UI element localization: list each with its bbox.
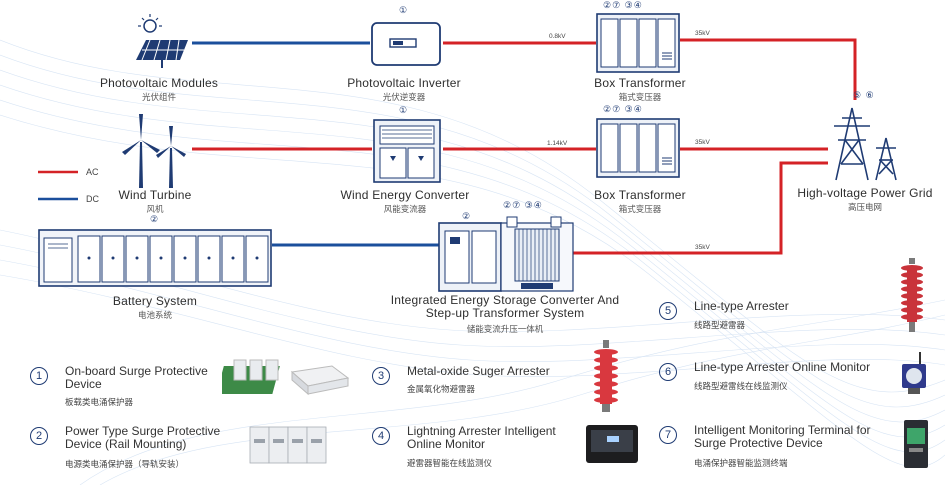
onboard-spd-image (222, 359, 350, 396)
item-title: Line-type Arrester Online Monitor (694, 360, 871, 374)
voltage-label: 35kV (695, 139, 710, 146)
item-subtitle: 避雷器智能在线监测仪 (407, 458, 493, 468)
device-badge: ②⑦ ③④ (603, 104, 643, 114)
wind-turbine-label: Wind Turbine 风机 (118, 188, 192, 214)
pv-inverter-label: Photovoltaic Inverter 光伏逆变器 (347, 76, 461, 102)
item-subtitle: 线路型避雷线在线监测仪 (694, 381, 788, 391)
device-badge: ②⑦ ③④ (503, 200, 543, 210)
voltage-label: 1.14kV (547, 140, 568, 147)
item-number: 4 (372, 427, 390, 445)
item-title: Metal-oxide Suger Arrester (407, 364, 550, 378)
device-badge: ② (150, 214, 160, 224)
line-arrester-monitor-image (902, 352, 926, 394)
rail-spd-image (249, 426, 327, 464)
item-subtitle: 金属氧化物避雷器 (407, 384, 476, 394)
pv-modules-label: Photovoltaic Modules 光伏组件 (99, 76, 219, 102)
voltage-label: 35kV (695, 30, 710, 37)
item-number: 6 (659, 363, 677, 381)
item-subtitle: 电涌保护器智能监测终端 (694, 458, 788, 468)
item-number: 1 (30, 367, 48, 385)
box-transformer-icon (596, 13, 680, 73)
item-title: Power Type Surge Protective Device (Rail… (65, 424, 221, 451)
spd-monitor-terminal-image (904, 420, 928, 468)
battery-label: Battery System 电池系统 (112, 294, 198, 320)
device-badge: ① (399, 5, 409, 15)
arrester-monitor-image (586, 425, 638, 463)
legend-ac-label: AC (86, 167, 99, 177)
device-badge: ① (399, 105, 409, 115)
item-title: Lightning Arrester Intelligent Online Mo… (407, 424, 556, 451)
item-title: Line-type Arrester (694, 299, 789, 313)
line-arrester-image (901, 258, 923, 332)
voltage-label: 35kV (695, 244, 710, 251)
device-badge: ② (462, 211, 472, 221)
item-number: 5 (659, 302, 677, 320)
box-transformer-1-label: Box Transformer 箱式变压器 (594, 76, 686, 102)
wind-converter-icon (373, 119, 441, 183)
ess-label: Integrated Energy Storage Converter And … (390, 293, 620, 335)
ess-unit-icon (438, 216, 574, 292)
item-number: 3 (372, 367, 390, 385)
item-title: On-board Surge Protective Device (65, 364, 208, 391)
box-transformer-2-label: Box Transformer 箱式变压器 (594, 188, 686, 214)
transmission-tower-icon (834, 107, 897, 181)
legend-dc-label: DC (86, 194, 99, 204)
wind-turbine-icon (122, 114, 186, 188)
item-subtitle: 板载类电涌保护器 (65, 397, 134, 407)
metal-oxide-arrester-image (594, 340, 618, 412)
voltage-label: 0.8kV (549, 33, 566, 40)
ac-line-ess-grid (570, 161, 828, 255)
box-transformer-icon (596, 118, 680, 178)
wind-converter-label: Wind Energy Converter 风能变流器 (340, 188, 470, 214)
battery-container-icon (38, 229, 272, 287)
solar-panel-icon (136, 14, 188, 68)
item-title: Intelligent Monitoring Terminal for Surg… (694, 423, 871, 450)
item-subtitle: 电源类电涌保护器（导轨安装） (65, 459, 185, 469)
grid-label: High-voltage Power Grid 高压电网 (797, 186, 933, 212)
item-subtitle: 线路型避雷器 (694, 320, 746, 330)
inverter-icon (371, 22, 441, 66)
device-badge: ⑤ ⑥ (853, 90, 875, 100)
item-number: 7 (659, 426, 677, 444)
ac-line-box1-grid (680, 38, 857, 100)
item-number: 2 (30, 427, 48, 445)
device-badge: ②⑦ ③④ (603, 0, 643, 10)
